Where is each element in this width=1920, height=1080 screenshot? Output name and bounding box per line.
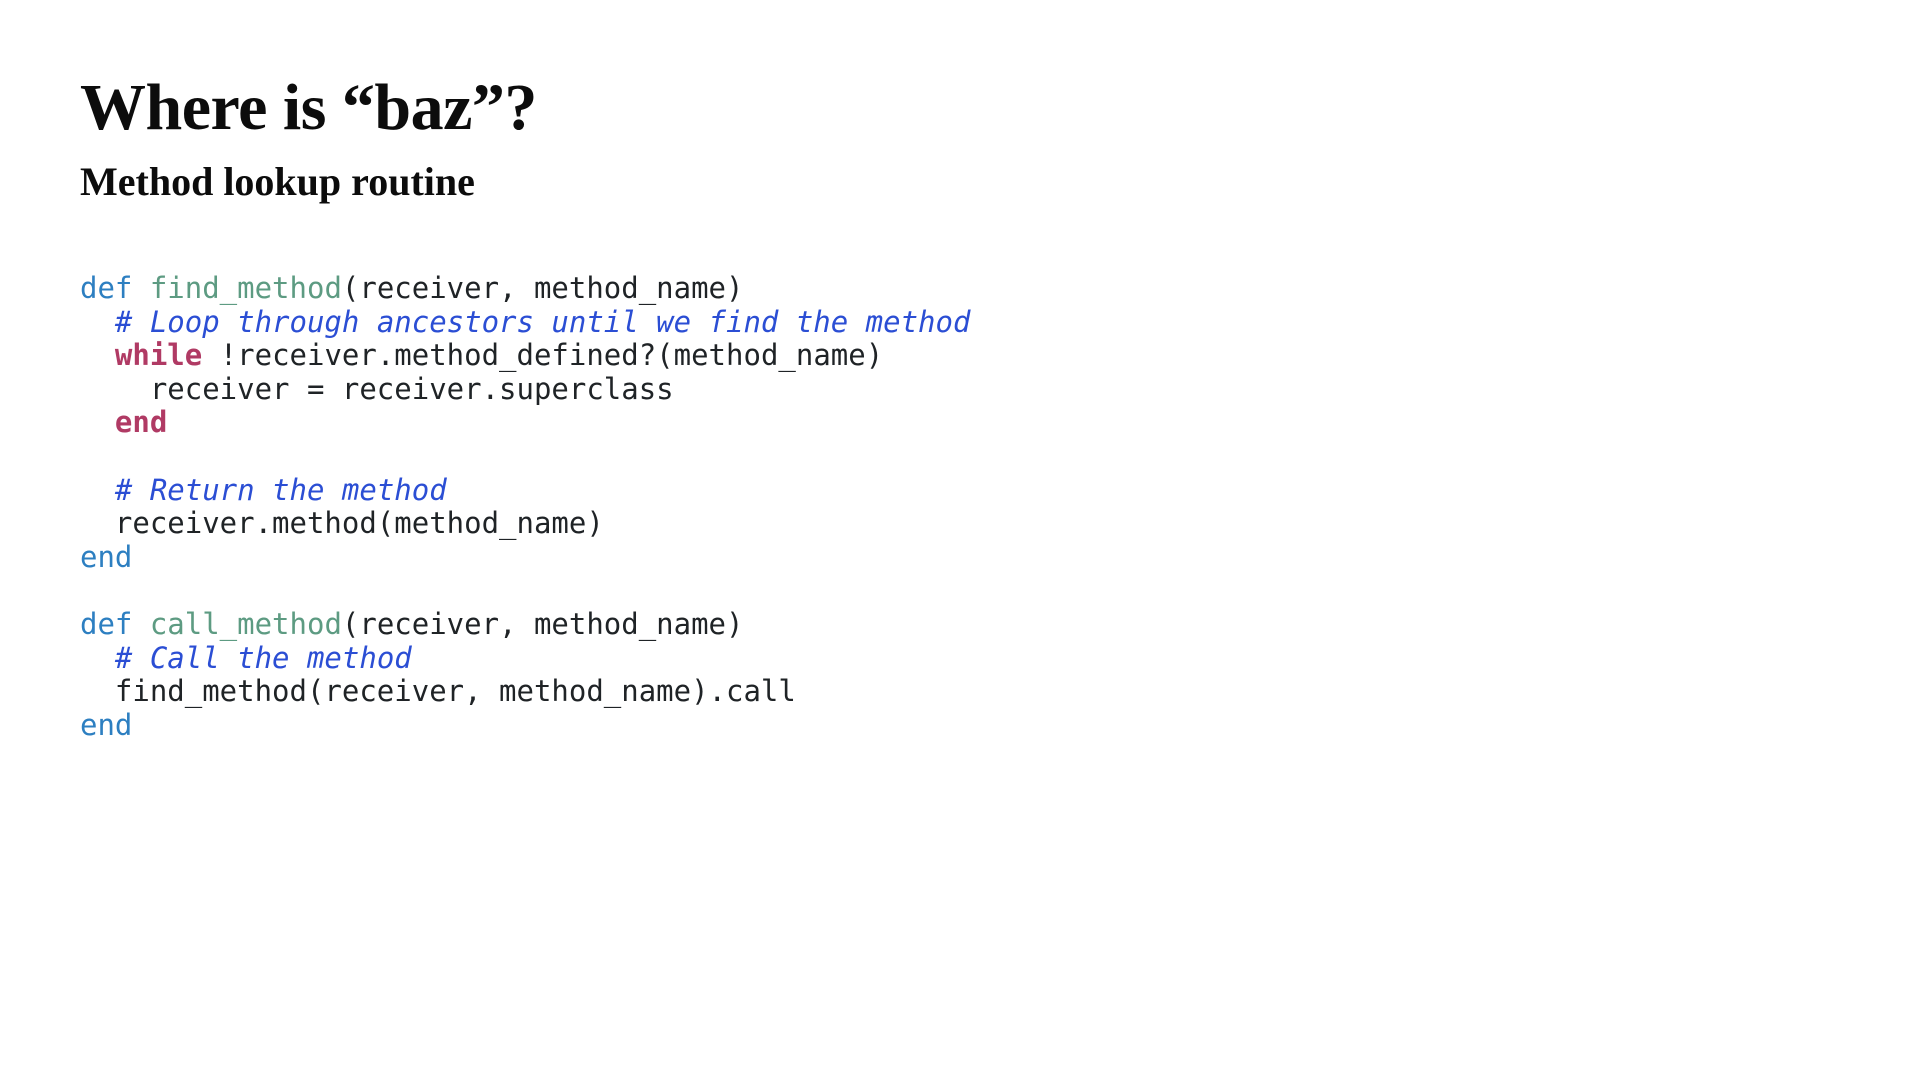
code-token-plain: receiver.method(method_name) — [80, 506, 604, 541]
code-line: # Loop through ancestors until we find t… — [80, 304, 971, 340]
code-token-keyword: end — [80, 539, 133, 574]
code-token-method: call_method — [149, 606, 342, 641]
code-token-plain: (receiver, method_name) — [341, 271, 744, 305]
code-token-plain — [80, 338, 115, 372]
slide-title: Where is “baz”? — [80, 71, 537, 144]
code-line: end — [80, 707, 970, 743]
code-token-keyword: def — [80, 606, 150, 641]
code-line: # Call the method — [80, 640, 970, 676]
code-token-comment: # Loop through ancestors until we find t… — [114, 304, 971, 339]
code-line: while !receiver.method_defined?(method_n… — [80, 338, 970, 373]
code-line: receiver = receiver.superclass — [80, 371, 970, 407]
code-token-control: while — [114, 338, 203, 373]
code-line: # Return the method — [80, 472, 970, 508]
code-token-plain — [80, 641, 115, 675]
code-token-keyword: end — [80, 707, 133, 742]
code-line — [80, 574, 970, 608]
code-token-plain — [80, 305, 115, 339]
code-token-plain: !receiver.method_defined?(method_name) — [202, 338, 884, 373]
code-token-control: end — [114, 405, 168, 440]
code-token-keyword: def — [80, 271, 150, 305]
code-line: def find_method(receiver, method_name) — [80, 271, 970, 306]
code-block: def find_method(receiver, method_name) #… — [80, 271, 971, 743]
code-line: def call_method(receiver, method_name) — [80, 606, 970, 642]
code-line — [80, 440, 970, 474]
code-line: end — [80, 539, 970, 575]
code-token-plain — [80, 473, 115, 507]
code-line: end — [80, 406, 970, 440]
code-token-plain — [80, 405, 115, 439]
code-token-plain: find_method(receiver, method_name).call — [80, 674, 796, 709]
code-token-plain: receiver = receiver.superclass — [80, 371, 674, 406]
code-token-comment: # Return the method — [114, 472, 447, 507]
code-token-plain: (receiver, method_name) — [341, 606, 744, 641]
code-line: receiver.method(method_name) — [80, 506, 970, 541]
code-line: find_method(receiver, method_name).call — [80, 674, 970, 709]
code-token-comment: # Call the method — [114, 640, 412, 675]
slide-subtitle: Method lookup routine — [80, 159, 475, 204]
code-token-method: find_method — [149, 271, 342, 305]
